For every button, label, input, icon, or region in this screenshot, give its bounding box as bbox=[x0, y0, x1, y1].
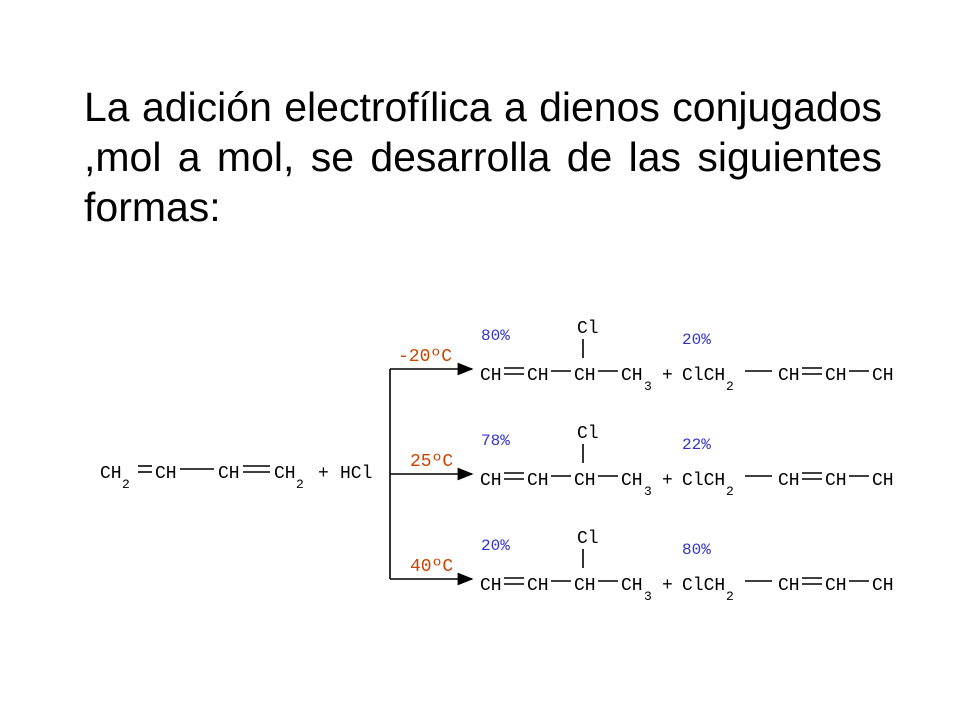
product-b-ch-3: CH bbox=[872, 471, 894, 491]
reactant-ch2-right: CH bbox=[274, 464, 296, 484]
percent-b: 22% bbox=[682, 436, 711, 454]
product-b-ch-1: CH bbox=[778, 576, 800, 596]
products-plus: + bbox=[662, 366, 673, 386]
reactant-ch2-left: CH bbox=[100, 464, 122, 484]
product-b-sub-2: 2 bbox=[726, 589, 734, 604]
product-a-ch-3: CH bbox=[574, 471, 596, 491]
product-b-ch-3: CH bbox=[872, 576, 894, 596]
product-b-ch-3: CH bbox=[872, 366, 894, 386]
product-b-ch-2: CH bbox=[825, 471, 847, 491]
slide-title: La adición electrofílica a dienos conjug… bbox=[84, 84, 882, 230]
percent-b: 20% bbox=[682, 331, 711, 349]
product-b-clch2: ClCH bbox=[682, 576, 725, 596]
product-a-ch3: CH bbox=[621, 576, 643, 596]
substituent-cl: Cl bbox=[577, 319, 599, 339]
product-a-sub-3: 3 bbox=[644, 379, 652, 394]
product-b-sub-2: 2 bbox=[726, 484, 734, 499]
products-plus: + bbox=[662, 471, 673, 491]
reactant-plus: + bbox=[318, 464, 329, 484]
percent-a: 78% bbox=[481, 432, 510, 450]
branch-arrows bbox=[389, 362, 474, 586]
product-b-clch2: ClCH bbox=[682, 471, 725, 491]
product-a-ch-1: CH bbox=[480, 576, 502, 596]
product-b-ch-1: CH bbox=[778, 366, 800, 386]
product-a-ch-3: CH bbox=[574, 576, 596, 596]
reactant-ch-1: CH bbox=[155, 464, 177, 484]
product-a-ch-2: CH bbox=[527, 366, 549, 386]
product-a-ch-1: CH bbox=[480, 471, 502, 491]
product-row-3: 40ºC 20% 80% Cl CH CH CH CH 3 + ClCH 2 C… bbox=[410, 529, 894, 604]
product-b-ch-2: CH bbox=[825, 576, 847, 596]
product-row-1: -20ºC 80% 20% Cl CH CH CH CH 3 + ClCH 2 … bbox=[398, 319, 894, 394]
reactant-sub-2-right: 2 bbox=[296, 477, 304, 492]
reactant-formula: CH 2 CH CH CH 2 + HCl bbox=[100, 464, 372, 492]
substituent-cl: Cl bbox=[577, 424, 599, 444]
product-b-sub-2: 2 bbox=[726, 379, 734, 394]
reactant-ch-2: CH bbox=[218, 464, 240, 484]
product-a-sub-3: 3 bbox=[644, 589, 652, 604]
product-a-ch3: CH bbox=[621, 366, 643, 386]
product-b-ch-2: CH bbox=[825, 366, 847, 386]
temperature-label: 40ºC bbox=[410, 557, 453, 577]
percent-b: 80% bbox=[682, 541, 711, 559]
reagent-hcl: HCl bbox=[340, 464, 372, 484]
product-a-ch-3: CH bbox=[574, 366, 596, 386]
product-a-ch-2: CH bbox=[527, 576, 549, 596]
product-a-ch-1: CH bbox=[480, 366, 502, 386]
product-b-ch-1: CH bbox=[778, 471, 800, 491]
reactant-sub-2-left: 2 bbox=[122, 477, 130, 492]
product-a-ch3: CH bbox=[621, 471, 643, 491]
percent-a: 80% bbox=[481, 327, 510, 345]
temperature-label: 25ºC bbox=[410, 452, 453, 472]
product-row-2: 25ºC 78% 22% Cl CH CH CH CH 3 + ClCH 2 C… bbox=[410, 424, 894, 499]
percent-a: 20% bbox=[481, 537, 510, 555]
product-a-sub-3: 3 bbox=[644, 484, 652, 499]
product-a-ch-2: CH bbox=[527, 471, 549, 491]
product-b-clch2: ClCH bbox=[682, 366, 725, 386]
substituent-cl: Cl bbox=[577, 529, 599, 549]
products-plus: + bbox=[662, 576, 673, 596]
temperature-label: -20ºC bbox=[398, 347, 452, 367]
